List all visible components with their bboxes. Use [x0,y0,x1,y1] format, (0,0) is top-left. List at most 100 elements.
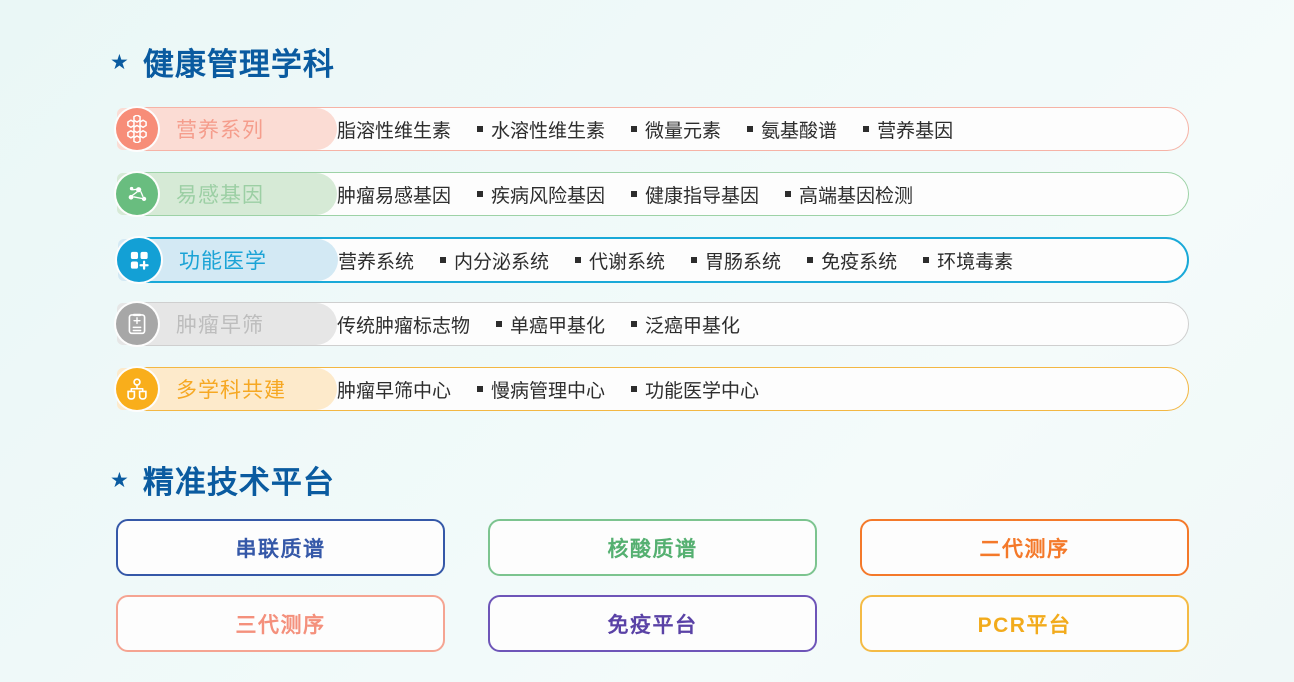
discipline-item[interactable]: 脂溶性维生素 [323,116,451,143]
discipline-item-label: 泛癌甲基化 [645,315,741,337]
discipline-item-list: 脂溶性维生素 水溶性维生素 微量元素 氨基酸谱 营养基因 [323,116,979,143]
discipline-item-list: 肿瘤早筛中心 慢病管理中心 功能医学中心 [323,376,785,403]
discipline-item-label: 功能医学中心 [645,380,760,402]
discipline-category-pill[interactable]: 多学科共建 [116,368,337,410]
discipline-item-list: 传统肿瘤标志物 单癌甲基化 泛癌甲基化 [323,311,766,338]
discipline-item[interactable]: 水溶性维生素 [477,116,605,143]
discipline-item[interactable]: 胃肠系统 [691,247,781,274]
discipline-item[interactable]: 单癌甲基化 [496,311,605,338]
discipline-item-list: 营养系统 内分泌系统 代谢系统 胃肠系统 免疫系统 环境毒素 [324,247,1039,274]
platform-card-label: 核酸质谱 [607,537,698,561]
platform-card-label: 串联质谱 [235,537,326,561]
org-chart-people-icon [116,368,158,410]
discipline-item-label: 单癌甲基化 [510,315,606,337]
discipline-category-label: 肿瘤早筛 [176,314,264,337]
discipline-item[interactable]: 肿瘤易感基因 [323,181,451,208]
discipline-item-label: 脂溶性维生素 [337,120,452,142]
platform-card[interactable]: 串联质谱 [116,519,445,576]
platform-card-label: 二代测序 [979,537,1070,561]
discipline-item-label: 高端基因检测 [799,185,914,207]
discipline-category-label: 营养系列 [176,119,264,142]
star-icon: ★ [110,469,130,492]
discipline-item[interactable]: 健康指导基因 [631,181,759,208]
square-bullet-icon [496,321,503,327]
discipline-category-pill[interactable]: 易感基因 [116,173,337,215]
section-title: 精准技术平台 [142,465,335,500]
square-bullet-icon [631,321,638,327]
discipline-item-label: 代谢系统 [589,251,666,273]
honeycomb-icon [116,108,158,150]
discipline-item[interactable]: 免疫系统 [807,247,897,274]
discipline-item-label: 慢病管理中心 [491,380,606,402]
platform-card-label: 三代测序 [235,613,326,637]
platform-card-grid: 串联质谱 核酸质谱 二代测序三代测序 免疫平台 PCR平台 [116,519,1189,652]
discipline-item-list: 肿瘤易感基因 疾病风险基因 健康指导基因 高端基因检测 [323,181,939,208]
report-plusminus-icon [116,303,158,345]
discipline-row[interactable]: 易感基因 肿瘤易感基因 疾病风险基因 健康指导基因 高端基因检测 [116,172,1189,216]
discipline-item[interactable]: 泛癌甲基化 [631,311,740,338]
discipline-item[interactable]: 环境毒素 [923,247,1013,274]
discipline-item-label: 胃肠系统 [705,251,782,273]
discipline-item-label: 环境毒素 [937,251,1014,273]
square-bullet-icon [477,126,484,132]
discipline-item[interactable]: 微量元素 [631,116,721,143]
square-bullet-icon [477,191,484,197]
platform-card[interactable]: 三代测序 [116,595,445,652]
discipline-item[interactable]: 营养基因 [863,116,953,143]
page-title: 健康管理学科 [142,47,335,82]
platform-card[interactable]: 二代测序 [860,519,1189,576]
discipline-item[interactable]: 疾病风险基因 [477,181,605,208]
discipline-item-label: 免疫系统 [821,251,898,273]
discipline-item-label: 水溶性维生素 [491,120,606,142]
grid-plus-icon [117,238,161,282]
section-heading-disciplines: ★ 健康管理学科 [110,39,335,84]
discipline-item[interactable]: 高端基因检测 [785,181,913,208]
discipline-item[interactable]: 内分泌系统 [440,247,549,274]
discipline-item-label: 健康指导基因 [645,185,760,207]
square-bullet-icon [807,257,814,263]
discipline-category-label: 功能医学 [179,250,267,273]
discipline-row[interactable]: 肿瘤早筛 传统肿瘤标志物 单癌甲基化 泛癌甲基化 [116,302,1189,346]
square-bullet-icon [575,257,582,263]
discipline-item-label: 疾病风险基因 [491,185,606,207]
square-bullet-icon [785,191,792,197]
discipline-category-pill[interactable]: 营养系列 [116,108,337,150]
discipline-item-label: 氨基酸谱 [761,120,838,142]
molecule-node-icon [116,173,158,215]
square-bullet-icon [631,126,638,132]
discipline-item[interactable]: 慢病管理中心 [477,376,605,403]
discipline-item-label: 肿瘤早筛中心 [337,380,452,402]
platform-card[interactable]: 免疫平台 [488,595,817,652]
square-bullet-icon [477,386,484,392]
discipline-item-label: 营养系统 [338,251,415,273]
square-bullet-icon [631,386,638,392]
discipline-category-label: 易感基因 [176,184,264,207]
discipline-row[interactable]: 多学科共建 肿瘤早筛中心 慢病管理中心 功能医学中心 [116,367,1189,411]
discipline-category-pill[interactable]: 功能医学 [117,238,338,282]
square-bullet-icon [747,126,754,132]
square-bullet-icon [923,257,930,263]
discipline-row[interactable]: 营养系列 脂溶性维生素 水溶性维生素 微量元素 氨基酸谱 营养基因 [116,107,1189,151]
discipline-category-label: 多学科共建 [176,379,286,402]
platform-card[interactable]: PCR平台 [860,595,1189,652]
platform-card-label: 免疫平台 [607,613,698,637]
square-bullet-icon [440,257,447,263]
discipline-item[interactable]: 肿瘤早筛中心 [323,376,451,403]
square-bullet-icon [691,257,698,263]
discipline-item[interactable]: 功能医学中心 [631,376,759,403]
discipline-category-pill[interactable]: 肿瘤早筛 [116,303,337,345]
discipline-row[interactable]: 功能医学 营养系统 内分泌系统 代谢系统 胃肠系统 免疫系统 环境毒素 [116,237,1189,283]
discipline-item[interactable]: 代谢系统 [575,247,665,274]
platform-card-label: PCR平台 [977,613,1072,637]
discipline-item-label: 内分泌系统 [454,251,550,273]
discipline-item[interactable]: 传统肿瘤标志物 [323,311,470,338]
square-bullet-icon [631,191,638,197]
section-heading-platforms: ★ 精准技术平台 [110,457,335,502]
discipline-item-label: 传统肿瘤标志物 [337,315,471,337]
discipline-item-label: 营养基因 [877,120,954,142]
platform-card[interactable]: 核酸质谱 [488,519,817,576]
discipline-item[interactable]: 氨基酸谱 [747,116,837,143]
square-bullet-icon [863,126,870,132]
discipline-item-label: 肿瘤易感基因 [337,185,452,207]
